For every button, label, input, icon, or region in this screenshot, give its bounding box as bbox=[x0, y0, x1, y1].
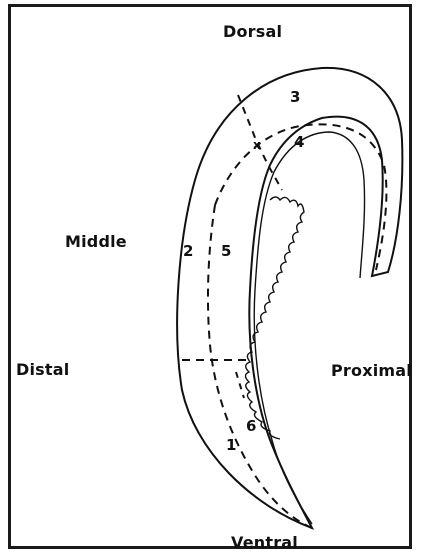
label-dorsal: Dorsal bbox=[223, 22, 282, 41]
label-distal: Distal bbox=[16, 360, 69, 379]
region-3-number: 3 bbox=[290, 88, 300, 106]
region-1-number: 1 bbox=[226, 436, 236, 454]
dashed-ventral-divider bbox=[236, 372, 244, 398]
inner-lining bbox=[254, 132, 364, 524]
label-ventral: Ventral bbox=[231, 533, 298, 552]
organ-outline bbox=[177, 68, 402, 528]
region-5-number: 5 bbox=[221, 242, 231, 260]
region-6-number: 6 bbox=[246, 417, 256, 435]
region-2-number: 2 bbox=[183, 242, 193, 260]
region-4-number: 4 bbox=[294, 133, 304, 151]
label-middle: Middle bbox=[65, 232, 127, 251]
region-marker-x: x bbox=[253, 138, 261, 152]
label-proximal: Proximal bbox=[331, 361, 412, 380]
